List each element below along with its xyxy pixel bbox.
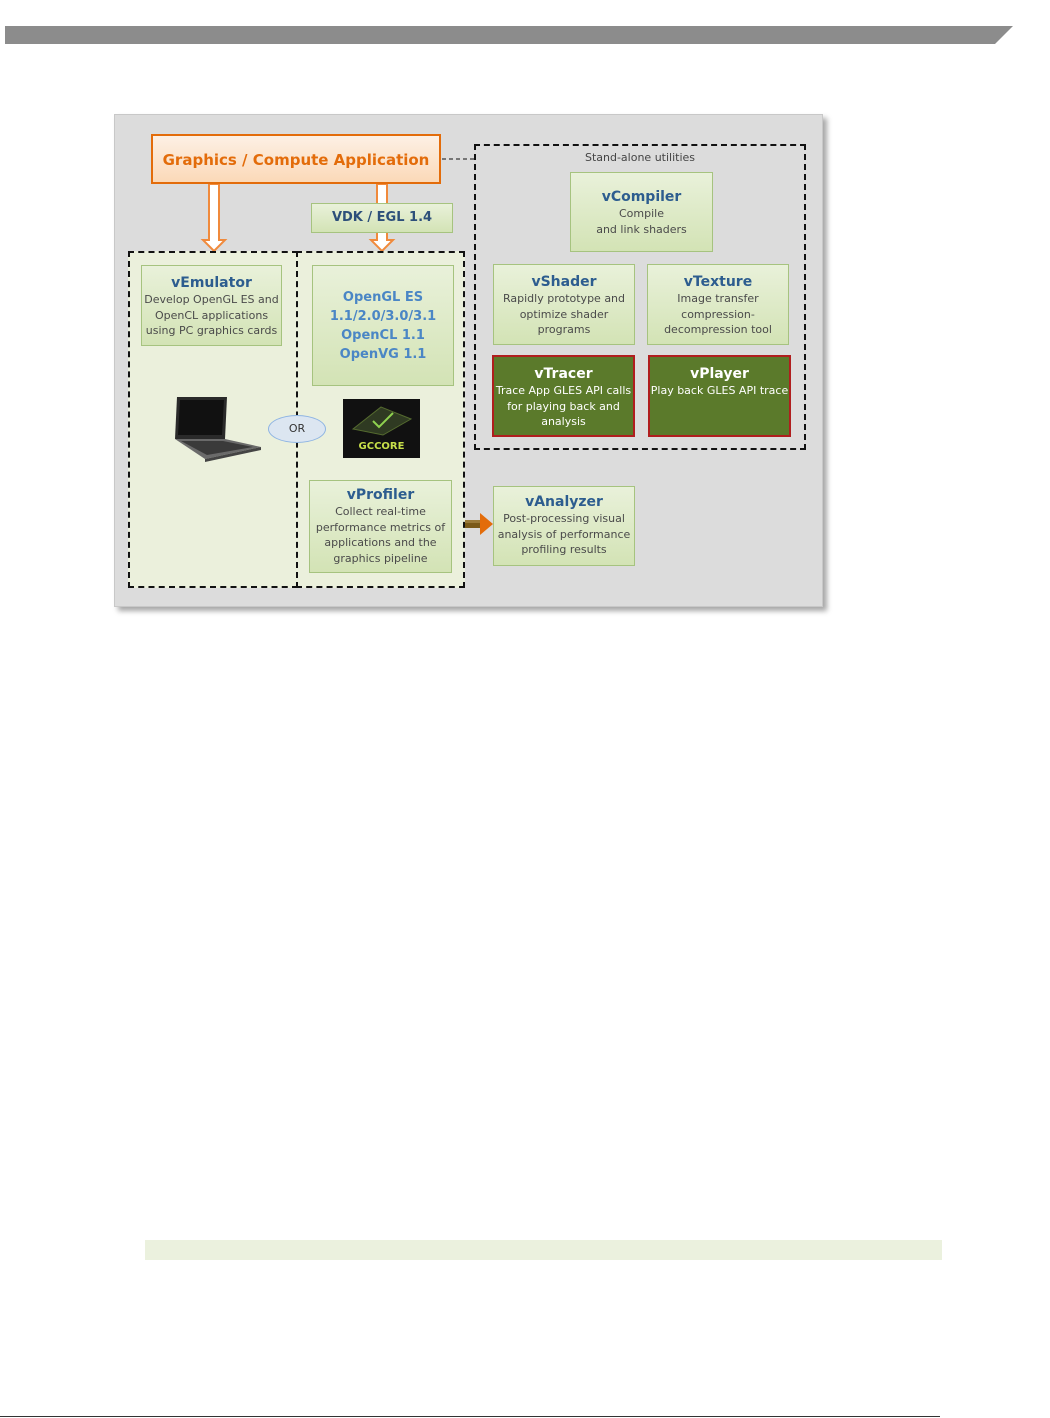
compiler-line-2: and link shaders [596,222,687,236]
standalone-label: Stand-alone utilities [584,151,696,164]
profiler-line-1: Collect real-time [335,505,426,518]
shader-box: vShader Rapidly prototype and optimize s… [493,264,635,345]
texture-line-2: compression- [681,307,755,321]
player-box: vPlayer Play back GLES API trace [648,355,791,437]
laptop-icon [175,397,261,462]
api-line-1: OpenGL ES [342,290,424,305]
api-line-4: OpenVG 1.1 [339,347,427,362]
vdk-box: VDK / EGL 1.4 [311,203,453,233]
footer-rule [0,1416,940,1417]
caption-band [145,1240,942,1260]
profiler-box: vProfiler Collect real-time performance … [309,480,452,573]
vdk-label: VDK / EGL 1.4 [331,210,433,225]
texture-box: vTexture Image transfer compression- dec… [647,264,789,345]
or-ellipse: OR [268,415,326,443]
profiler-line-4: graphics pipeline [333,551,428,565]
compiler-line-1: Compile [619,207,664,220]
analyzer-line-1: Post-processing visual [503,512,625,525]
emulator-line-2: OpenCL applications [154,308,269,322]
profiler-line-3: applications and the [324,536,437,549]
or-label: OR [288,422,306,435]
texture-line-3: decompression tool [664,323,772,336]
emulator-line-3: using PC graphics cards [145,324,278,337]
shader-line-1: Rapidly prototype and [502,292,626,305]
analyzer-box: vAnalyzer Post-processing visual analysi… [493,486,635,566]
tracer-title: vTracer [534,366,593,382]
tracer-line-3: analysis [541,415,586,428]
player-title: vPlayer [690,366,749,382]
texture-line-1: Image transfer [677,292,759,305]
profiler-line-2: performance metrics of [315,520,446,534]
gccore-label: GCCORE [358,441,405,452]
standalone-region [474,144,806,450]
arrow-profiler-to-analyzer [451,520,481,528]
shader-line-2: optimize shader [519,307,609,321]
profiler-title: vProfiler [346,487,415,503]
tracer-box: vTracer Trace App GLES API calls for pla… [492,355,635,437]
gccore-chip: GCCORE [343,399,420,458]
arrow-to-emulator [200,183,228,253]
analyzer-title: vAnalyzer [525,494,603,510]
chip-icon [351,406,413,436]
emulator-title: vEmulator [171,275,252,291]
emulator-box: vEmulator Develop OpenGL ES and OpenCL a… [141,265,282,346]
emulator-line-1: Develop OpenGL ES and [144,293,279,306]
player-line-1: Play back GLES API trace [650,384,789,397]
shader-title: vShader [531,274,597,290]
api-line-2: 1.1/2.0/3.0/3.1 [329,309,437,324]
api-box: OpenGL ES 1.1/2.0/3.0/3.1 OpenCL 1.1 Ope… [312,265,454,386]
analyzer-line-2: analysis of performance [497,527,631,541]
compiler-box: vCompiler Compile and link shaders [570,172,713,252]
compiler-title: vCompiler [601,189,682,205]
api-line-3: OpenCL 1.1 [341,328,425,343]
tracer-line-2: for playing back and [507,399,620,413]
app-box: Graphics / Compute Application [151,134,441,184]
header-bar [5,26,1013,44]
app-title: Graphics / Compute Application [162,151,430,169]
tracer-line-1: Trace App GLES API calls [495,384,632,397]
analyzer-line-3: profiling results [521,543,607,556]
texture-title: vTexture [683,274,753,290]
shader-line-3: programs [537,323,591,336]
